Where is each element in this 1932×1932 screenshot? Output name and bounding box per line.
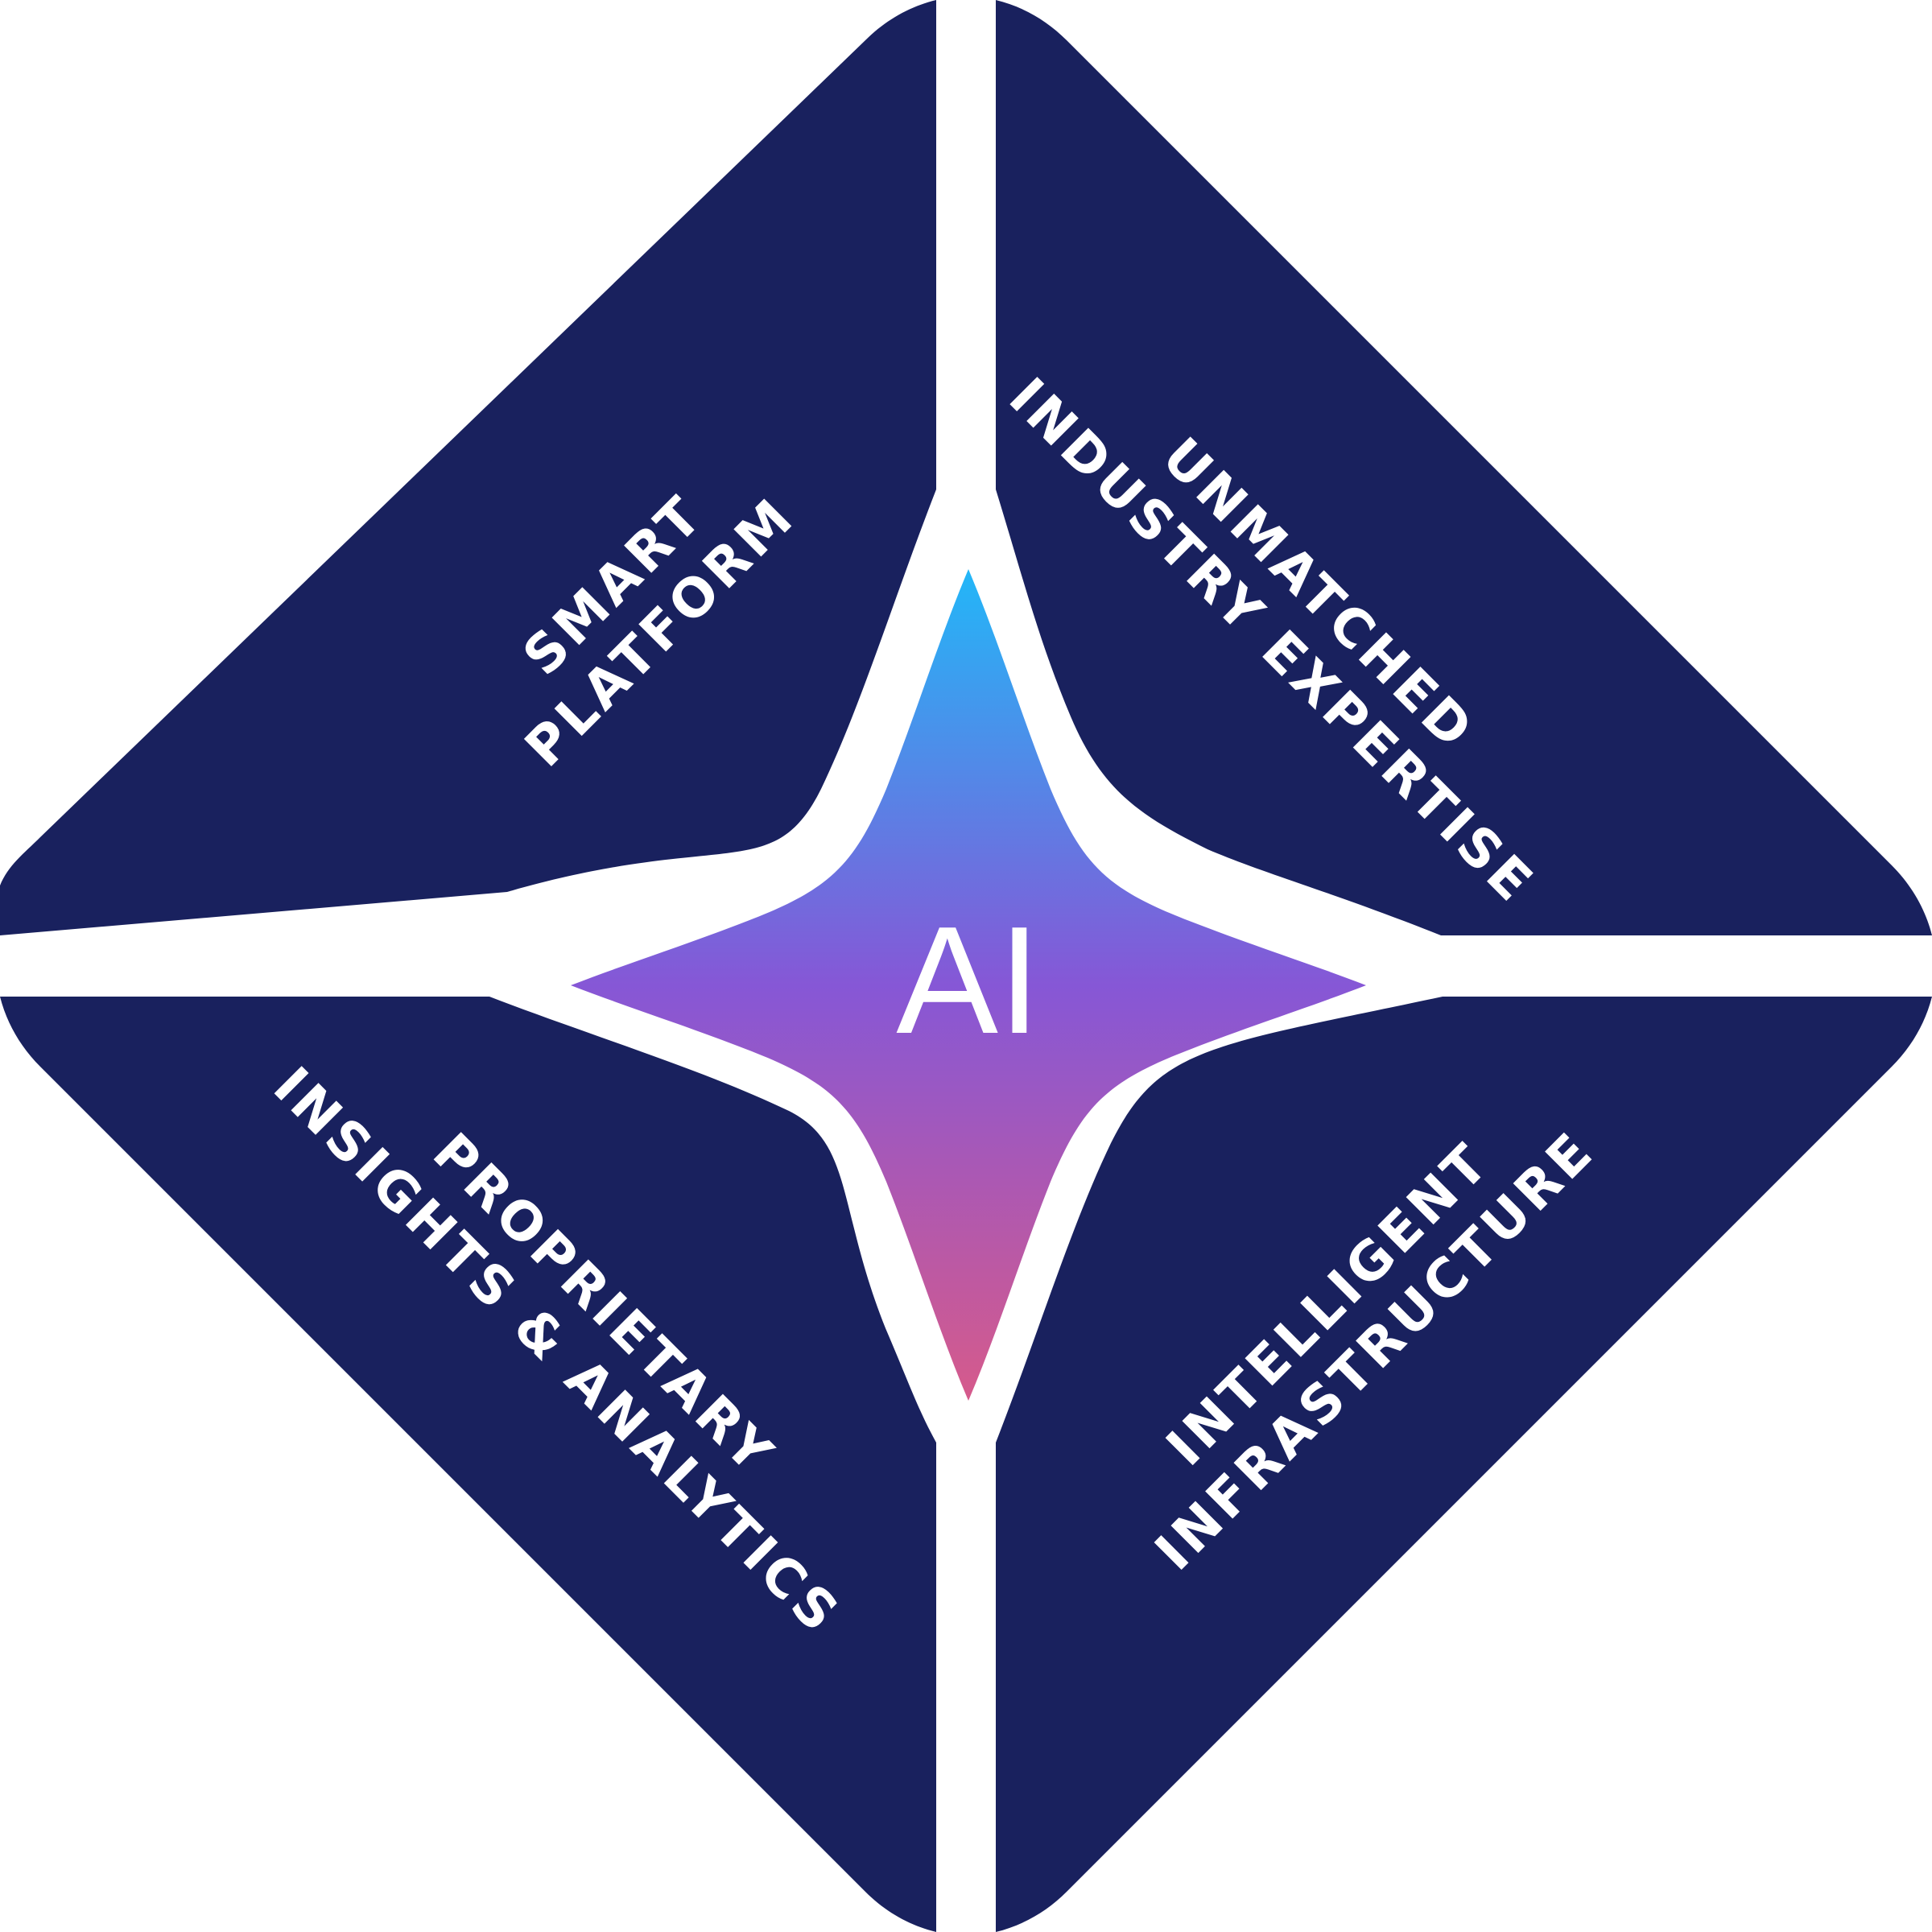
quadrant-bottom-left bbox=[0, 997, 936, 1932]
quadrant-bottom-right bbox=[996, 997, 1932, 1932]
quadrant-top-left bbox=[0, 0, 936, 935]
ai-star-shape bbox=[571, 569, 1366, 1401]
center-ai-label: AI bbox=[896, 895, 1041, 1066]
quadrant-top-right bbox=[996, 0, 1932, 935]
